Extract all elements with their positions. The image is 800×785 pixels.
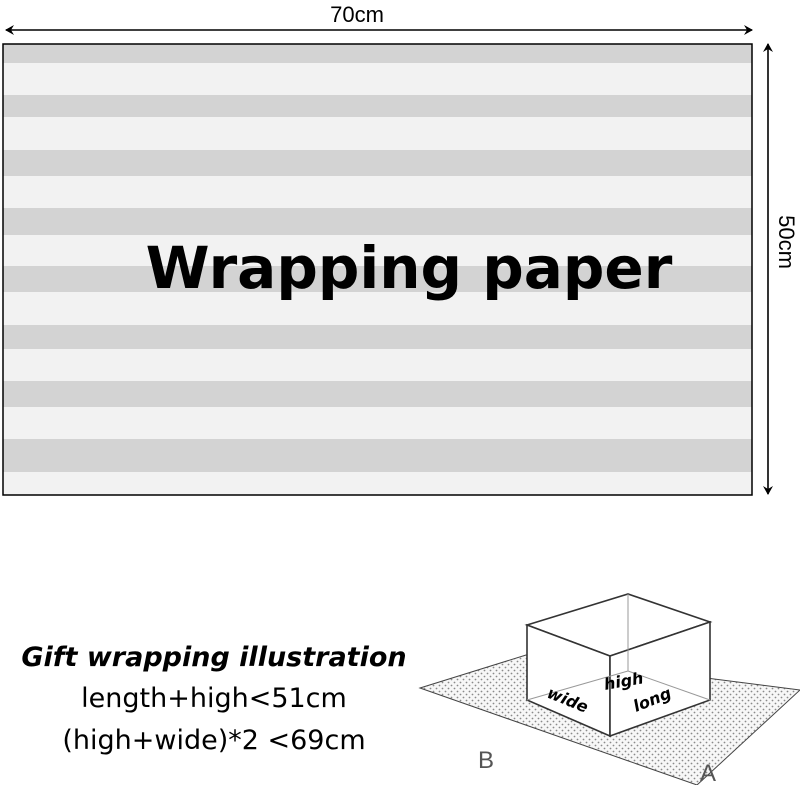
illustration-text: Gift wrapping illustration length+high<5… [14,638,414,762]
box-hidden-edge [526,670,629,701]
paper-stripe [3,325,752,349]
gift-box-illustration: high wide long B A [418,593,800,785]
formula-length-high: length+high<51cm [81,683,347,714]
paper-stripe [3,266,752,292]
paper-stripe [3,150,752,176]
paper-stripe [3,95,752,117]
wrapping-paper-sheet: Wrapping paper [2,43,753,496]
width-dimension: 70cm [5,2,753,35]
box-hidden-edge [627,670,711,701]
corner-a-label: A [700,760,716,785]
formula-high-wide: (high+wide)*2 <69cm [62,725,366,756]
height-dimension: 50cm [763,43,799,495]
corner-b-label: B [478,747,494,774]
paper-stripe [3,381,752,407]
height-label: 50cm [774,215,799,269]
paper-stripe [3,208,752,235]
illustration-title: Gift wrapping illustration [21,642,407,673]
paper-stripe [3,439,752,472]
paper-stripes [3,44,752,472]
paper-title: Wrapping paper [146,234,673,302]
paper-border [2,43,753,496]
paper-stripe [3,44,752,63]
width-label: 70cm [330,2,384,27]
